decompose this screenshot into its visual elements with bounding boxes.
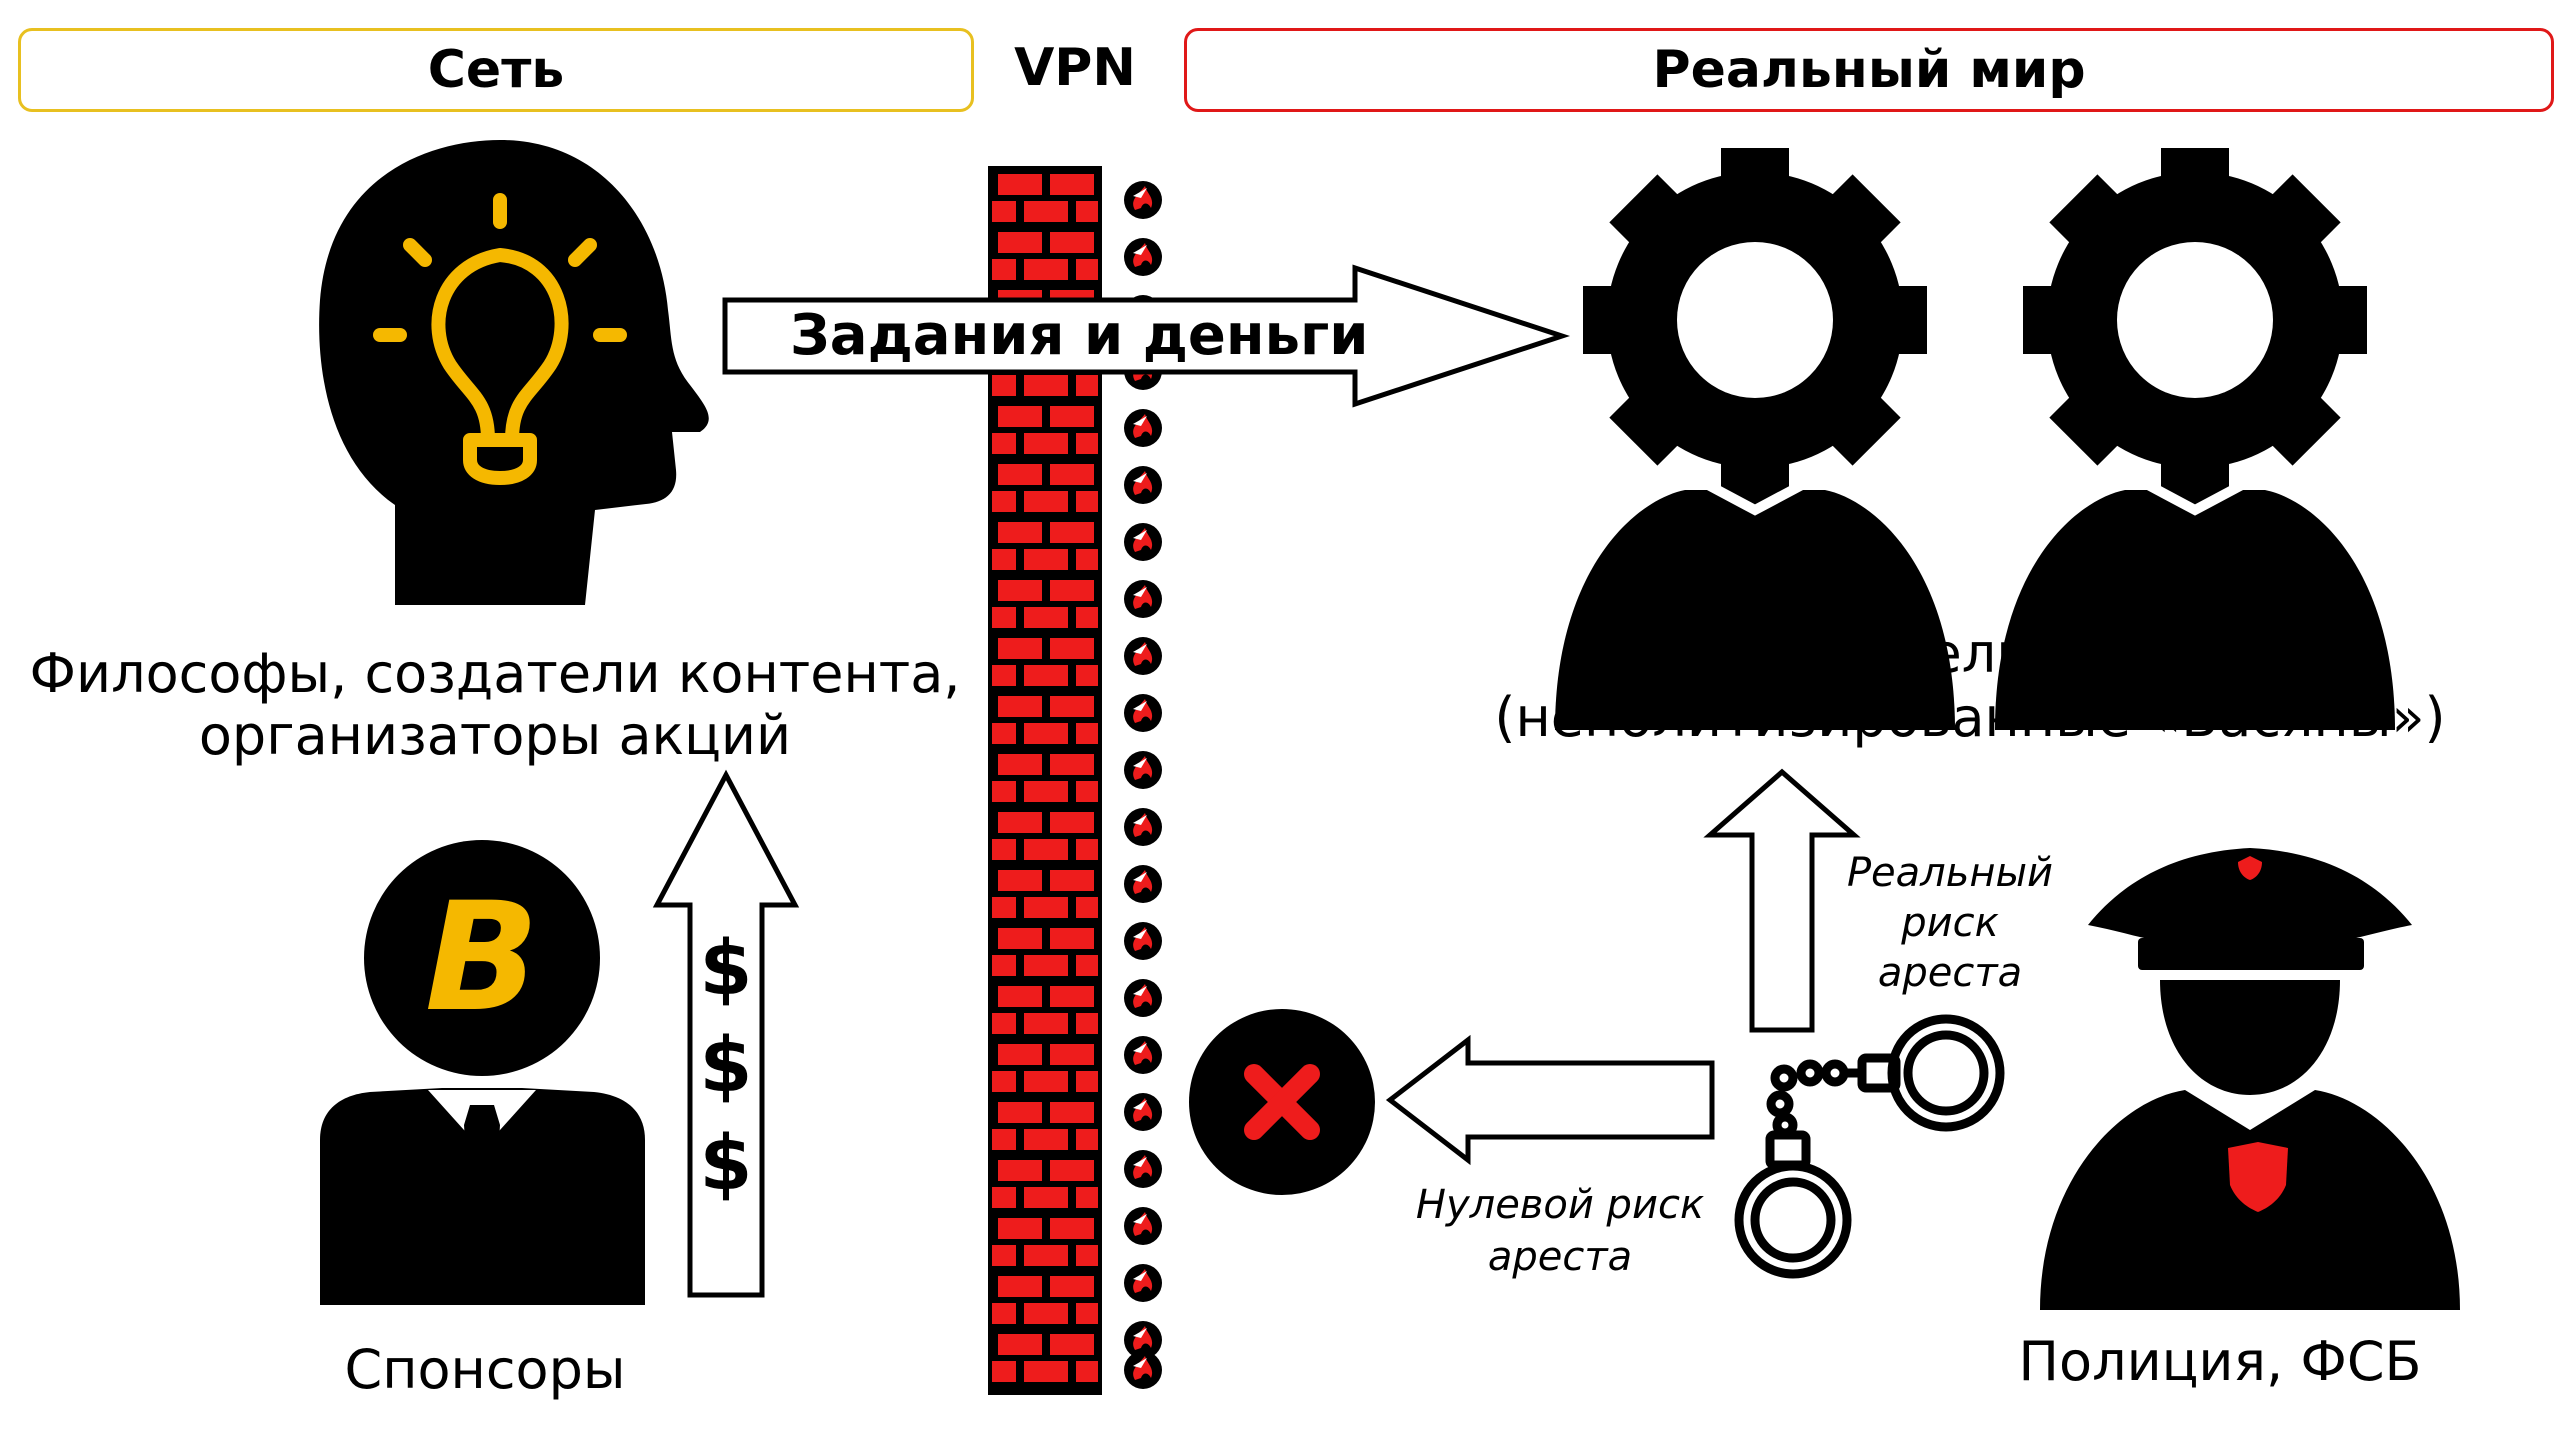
header-real-world-label: Реальный мир (1652, 40, 2086, 100)
arrow-up-real-risk (1703, 768, 1861, 1033)
executors-label-line1: Исполнители заданий (1653, 622, 2287, 685)
dollar-3: $ (699, 1118, 753, 1207)
real-risk-line1: Реальный (1846, 850, 2054, 896)
header-net-label: Сеть (427, 40, 565, 100)
bitcoin-sponsor-icon (320, 840, 645, 1305)
zero-risk-line1: Нулевой риск (1415, 1182, 1705, 1228)
real-risk-line3: ареста (1877, 950, 2023, 996)
arrow-tasks-money-label: Задания и деньги (790, 303, 1369, 368)
dollar-1: $ (699, 923, 753, 1012)
police-label: Полиция, ФСБ (2018, 1330, 2422, 1393)
handcuffs-icon (1734, 1014, 2005, 1279)
zero-risk-line2: ареста (1487, 1234, 1633, 1280)
header-vpn: VPN (1014, 38, 1136, 98)
police-officer-icon (2040, 848, 2460, 1310)
philosophers-label-line2: организаторы акций (198, 704, 792, 767)
arrow-up-dollars (652, 769, 800, 1298)
head-lightbulb-icon (319, 140, 709, 605)
header-real-world: Реальный мир (1184, 28, 2554, 112)
arrow-tasks-money (722, 264, 1571, 408)
executors-label-line2: (неполитизированные «Васяны») (1494, 686, 2446, 749)
dollar-2: $ (699, 1020, 753, 1109)
philosophers-label-line1: Философы, создатели контента, (29, 642, 961, 705)
arrow-left-zero-risk (1385, 1034, 1715, 1166)
header-net: Сеть (18, 28, 974, 112)
sponsors-label: Спонсоры (344, 1338, 626, 1401)
cancel-x-icon (1189, 1009, 1375, 1195)
bitcoin-symbol: B (424, 871, 540, 1045)
real-risk-line2: риск (1901, 900, 1999, 946)
